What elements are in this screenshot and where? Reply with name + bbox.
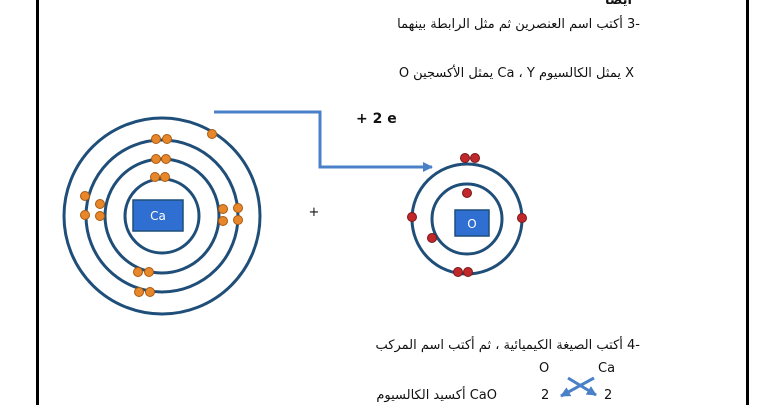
electron [460,153,470,163]
electron [151,134,161,144]
electron [218,204,228,214]
oxygen-atom: O [407,153,527,277]
calcium-atom: Ca [62,116,262,316]
electron-transfer-arrow [214,110,433,172]
question-3-text: أكتب اسم العنصرين ثم مثل الرابطة بينهما [397,17,623,32]
oxygen-formula-symbol: O [539,361,550,376]
electron [207,129,217,139]
question-4-text: أكتب الصيغة الكيميائية ، ثم أكتب اسم الم… [375,338,623,353]
electron [463,267,473,277]
electron [80,210,90,220]
calcium-nucleus [132,199,184,232]
cross-arrow-2 [560,376,595,398]
given-symbols: X يمثل الكالسيوم Ca ، Y يمثل الأكسجين O [398,66,634,81]
calcium-formula-symbol: Ca [598,361,616,376]
electron [80,191,90,201]
right-border [746,0,749,405]
question-4: -4 أكتب الصيغة الكيميائية ، ثم أكتب اسم … [376,338,640,353]
electron [407,212,417,222]
question-4-number: -4 [627,338,640,353]
electron [162,134,172,144]
oxygen-shell-1 [430,182,504,256]
electron [427,233,437,243]
electron-transfer-label: + 2 e [356,111,397,127]
electron [133,267,143,277]
calcium-valence: 2 [604,388,613,403]
electron [144,267,154,277]
cross-arrow-1 [567,376,597,397]
electron [462,188,472,198]
electron [145,287,155,297]
electron [160,172,170,182]
electron [517,213,527,223]
oxygen-nucleus [454,209,490,237]
left-border [36,0,39,405]
oxygen-electrons [407,153,527,277]
question-3: -3 أكتب اسم العنصرين ثم مثل الرابطة بينه… [397,17,640,32]
electron [161,154,171,164]
oxygen-symbol: O [467,217,476,231]
electron [233,215,243,225]
electron [453,267,463,277]
electron [134,287,144,297]
plus-sign: + [309,205,320,220]
electron [233,203,243,213]
electron [95,211,105,221]
electron [150,172,160,182]
question-3-number: -3 [627,17,640,32]
calcium-shell-4 [62,116,262,316]
calcium-symbol: Ca [150,209,166,223]
top-clipped-heading: ايضا [604,0,632,8]
electron [151,154,161,164]
electron [218,216,228,226]
calcium-electrons [80,129,243,297]
electron [95,199,105,209]
oxygen-valence: 2 [541,388,550,403]
compound-result: CaO أكسيد الكالسيوم [376,388,497,403]
electron [470,153,480,163]
